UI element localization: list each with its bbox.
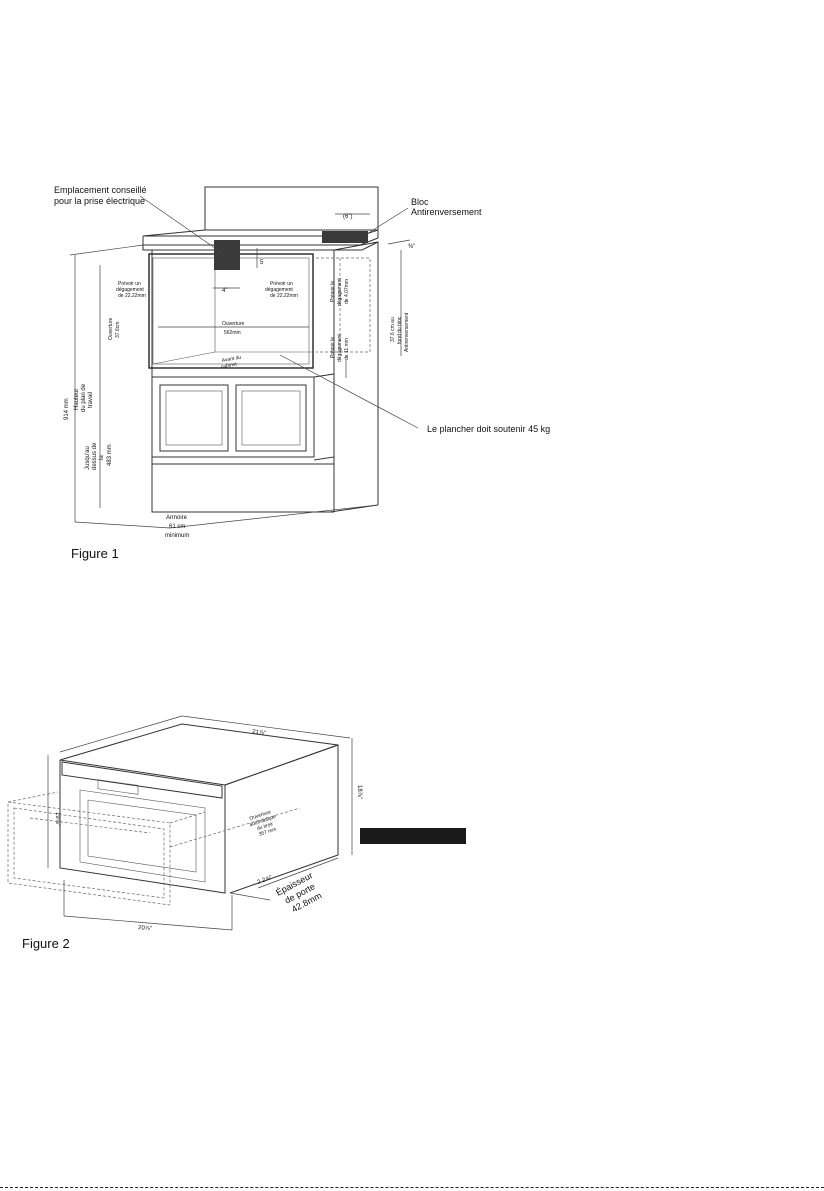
label-bloc-line1: Bloc [411, 197, 429, 207]
figure-2-drawing [7, 715, 353, 931]
oven-door-window [79, 789, 206, 883]
label-hauteur-1: 914 mm [64, 398, 70, 420]
label-bloc-dist-3: Antirenversement [404, 312, 410, 352]
label-plancher: Le plancher doit soutenir 45 kg [427, 424, 550, 434]
label-prevoir-center-1: Prévoir un [270, 281, 293, 287]
figure-1-caption: Figure 1 [71, 546, 119, 561]
label-hauteur-4: travail [88, 392, 94, 408]
label-dessus-4: 483 mm [107, 444, 113, 466]
label-prevoir-right-top-2: dégagement [337, 278, 343, 306]
label-prevoir-right-bot-2: dégagement [337, 334, 343, 362]
countertop-edge [142, 236, 379, 246]
oven-top [59, 723, 339, 786]
fig2-dim-top: 21⅞" [252, 729, 267, 737]
dim-4in: 4" [222, 288, 227, 294]
label-dessus-2: dessus de [92, 442, 98, 470]
label-prevoir-center-2: dégagement [265, 287, 293, 293]
drawer-open-outline [7, 801, 171, 906]
label-bloc-dist-1: 37.6 cm au [390, 317, 396, 342]
fig2-dim-bottom: 20⅞" [138, 925, 152, 932]
label-ouverture-v-2: 37.6cm [115, 322, 121, 338]
label-avant-2: cabinet [220, 361, 238, 370]
label-armoire-1: Armoire [166, 515, 188, 521]
label-prevoir-right-top-3: de 4.07mm [344, 279, 350, 304]
label-ouverture-v-1: Ouverture [108, 318, 114, 340]
dim-5: 5 [260, 260, 264, 266]
label-armoire-3: minimum [165, 533, 189, 539]
cabinet-side [329, 241, 379, 513]
fig2-ouverture-4: 357 mm [258, 826, 277, 837]
label-ouverture-h-1: Ouverture [222, 321, 244, 327]
label-prevoir-right-bot-1: Prévoir le [330, 337, 336, 358]
figure-2-caption: Figure 2 [22, 936, 70, 951]
page-bottom-rule [0, 1187, 824, 1188]
oven-front [59, 760, 226, 894]
label-prevoir-left-3: de 22.22mm [118, 293, 146, 299]
figure-1-drawing [69, 186, 419, 529]
label-bloc-line2: Antirenversement [411, 207, 482, 217]
label-prevoir-left-1: Prévoir un [118, 281, 141, 287]
label-armoire-2: 61 cm [169, 524, 185, 530]
label-hauteur-3: du plan de [81, 383, 87, 412]
label-avant-1: Avant du [221, 355, 242, 364]
label-dessus-1: Jusqu'au [85, 446, 91, 470]
outlet-location-block [214, 240, 240, 270]
cutout-opening [148, 253, 314, 369]
label-prevoir-center-3: de 22.22mm [270, 293, 298, 299]
label-bloc-dist-2: fond du bloc [397, 316, 403, 344]
cabinet-front [151, 250, 335, 465]
label-ouverture-h-2: 562mm [224, 330, 241, 336]
cabinet-door-right [235, 384, 307, 452]
label-dessus-3: la [99, 455, 105, 460]
label-prevoir-left-2: dégagement [116, 287, 144, 293]
fig2-dim-right: 18⅞" [356, 785, 362, 799]
fig2-dim-depth: 2 2⅞" [257, 875, 274, 886]
anti-tip-block [322, 231, 368, 243]
label-prevoir-right-top-1: Prévoir le [330, 281, 336, 302]
dim-6in: (6") [343, 214, 352, 220]
label-hauteur-2: Hauteur [74, 389, 80, 410]
oven-side [224, 744, 339, 894]
label-prevoir-right-bot-3: de 11 mm [344, 338, 350, 360]
fig2-ouverture-3: du tiroir [256, 821, 274, 832]
redacted-bar [360, 828, 466, 844]
label-outlet-line2: pour la prise électrique [54, 196, 145, 206]
cooktop-backsplash [204, 186, 379, 231]
fig2-dim-left: 19⅞" [54, 812, 60, 826]
label-outlet-line1: Emplacement conseillé [54, 185, 147, 195]
dim-side: ⅜" [408, 244, 415, 250]
cabinet-door-left [159, 384, 229, 452]
